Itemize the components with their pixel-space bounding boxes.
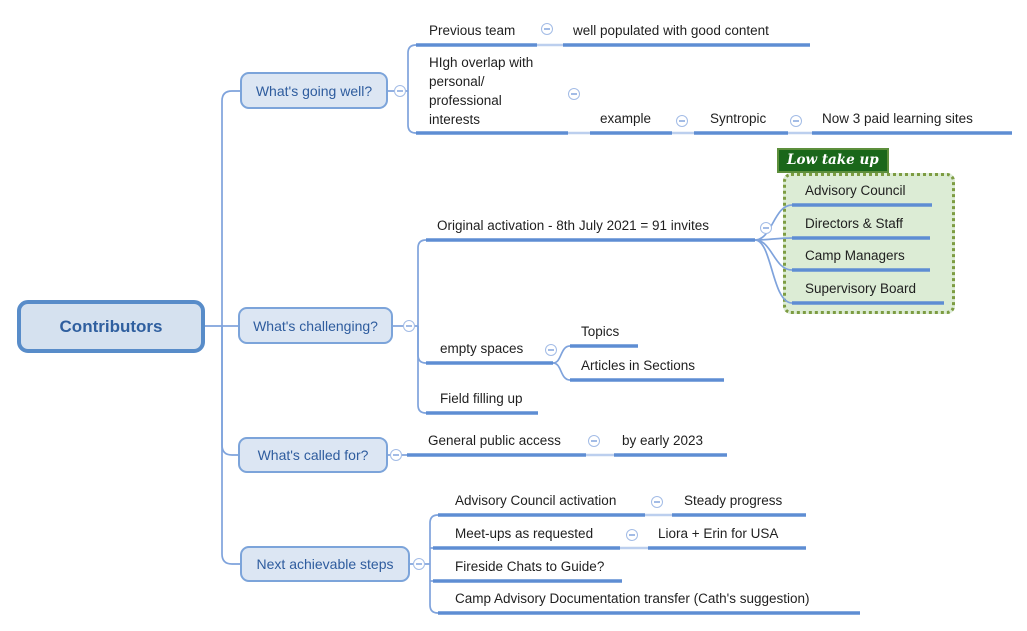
branch-challenging-lines bbox=[393, 203, 944, 415]
trunk-lines bbox=[205, 90, 240, 565]
node-label: What's called for? bbox=[257, 447, 369, 463]
collapse-icon[interactable] bbox=[568, 88, 580, 100]
collapse-icon[interactable] bbox=[760, 222, 772, 234]
topic-syntropic[interactable]: Syntropic bbox=[710, 111, 767, 126]
topic-liora-erin-usa[interactable]: Liora + Erin for USA bbox=[658, 526, 779, 541]
topic-directors-staff[interactable]: Directors & Staff bbox=[805, 216, 904, 231]
collapse-icon[interactable] bbox=[588, 435, 600, 447]
node-next-achievable-steps[interactable]: Next achievable steps bbox=[240, 546, 410, 582]
node-whats-going-well[interactable]: What's going well? bbox=[240, 72, 388, 109]
topic-topics[interactable]: Topics bbox=[581, 324, 620, 339]
collapse-icon[interactable] bbox=[403, 320, 415, 332]
topic-general-public-access[interactable]: General public access bbox=[428, 433, 561, 448]
group-boundary-low-take-up[interactable] bbox=[783, 173, 955, 314]
topic-supervisory-board[interactable]: Supervisory Board bbox=[805, 281, 917, 296]
topic-example[interactable]: example bbox=[600, 111, 652, 126]
topic-field-filling-up[interactable]: Field filling up bbox=[440, 391, 523, 406]
collapse-icon[interactable] bbox=[413, 558, 425, 570]
topic-fireside-chats[interactable]: Fireside Chats to Guide? bbox=[455, 559, 605, 574]
collapse-icon[interactable] bbox=[790, 115, 802, 127]
topic-advisory-council[interactable]: Advisory Council bbox=[805, 183, 906, 198]
topic-by-early-2023[interactable]: by early 2023 bbox=[622, 433, 704, 448]
topic-empty-spaces[interactable]: empty spaces bbox=[440, 341, 524, 356]
root-node-contributors[interactable]: Contributors bbox=[17, 300, 205, 353]
node-whats-called-for[interactable]: What's called for? bbox=[238, 437, 388, 473]
node-label: What's challenging? bbox=[253, 317, 378, 334]
topic-camp-managers[interactable]: Camp Managers bbox=[805, 248, 905, 263]
topic-high-overlap[interactable]: HIgh overlap with personal/ professional… bbox=[429, 55, 534, 127]
topic-previous-team[interactable]: Previous team bbox=[429, 23, 516, 38]
topic-steady-progress[interactable]: Steady progress bbox=[684, 493, 783, 508]
group-label-low-take-up[interactable]: Low take up bbox=[777, 148, 889, 173]
node-label: What's going well? bbox=[255, 82, 373, 99]
collapse-icon[interactable] bbox=[390, 449, 402, 461]
node-label: Next achievable steps bbox=[256, 556, 394, 572]
topic-meet-ups-as-requested[interactable]: Meet-ups as requested bbox=[455, 526, 594, 541]
collapse-icon[interactable] bbox=[651, 496, 663, 508]
topic-camp-advisory-documentation[interactable]: Camp Advisory Documentation transfer (Ca… bbox=[455, 591, 810, 606]
topic-original-activation[interactable]: Original activation - 8th July 2021 = 91… bbox=[437, 218, 710, 233]
collapse-icon[interactable] bbox=[545, 344, 557, 356]
branch-next-steps-lines bbox=[410, 513, 860, 615]
topic-advisory-council-activation[interactable]: Advisory Council activation bbox=[455, 493, 617, 508]
branch-going-well-lines bbox=[388, 43, 1012, 135]
node-whats-challenging[interactable]: What's challenging? bbox=[238, 307, 393, 344]
topic-now-3-paid-learning-sites[interactable]: Now 3 paid learning sites bbox=[822, 111, 973, 126]
collapse-icon[interactable] bbox=[541, 23, 553, 35]
collapse-icon[interactable] bbox=[676, 115, 688, 127]
topic-well-populated[interactable]: well populated with good content bbox=[573, 23, 769, 38]
collapse-icon[interactable] bbox=[394, 85, 406, 97]
collapse-icon[interactable] bbox=[626, 529, 638, 541]
root-label: Contributors bbox=[59, 316, 163, 336]
topic-articles-in-sections[interactable]: Articles in Sections bbox=[581, 358, 696, 373]
